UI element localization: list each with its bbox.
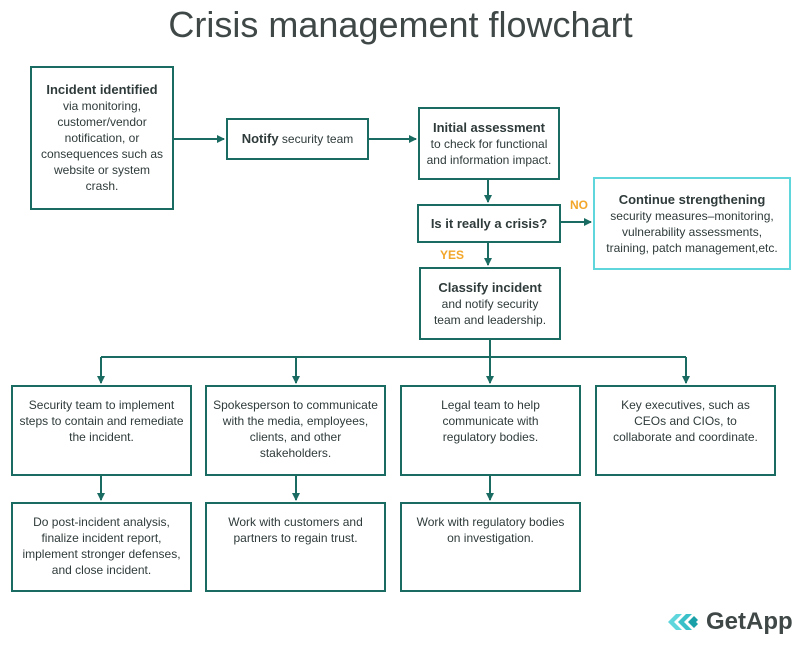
node-incident-identified-title: Incident identified [46, 82, 158, 97]
node-continue-strengthening-title: Continue strengthening [618, 191, 766, 207]
node-initial-assessment: Initial assessment to check for function… [418, 107, 560, 180]
node-spokesperson: Spokesperson to communicate with the med… [205, 385, 386, 476]
node-continue-strengthening-text: security measures–monitoring, vulnerabil… [606, 208, 778, 255]
node-key-executives: Key executives, such as CEOs and CIOs, t… [595, 385, 776, 476]
node-security-team: Security team to implement steps to cont… [11, 385, 192, 476]
label-no: NO [570, 198, 588, 212]
node-post-incident-text: Do post-incident analysis, finalize inci… [22, 515, 181, 577]
node-spokesperson-text: Spokesperson to communicate with the med… [213, 398, 378, 460]
node-post-incident: Do post-incident analysis, finalize inci… [11, 502, 192, 592]
node-incident-identified: Incident identified via monitoring, cust… [30, 66, 174, 210]
page-title: Crisis management flowchart [168, 4, 633, 45]
getapp-chevrons-icon [668, 614, 698, 630]
label-yes: YES [440, 248, 465, 262]
node-legal-team-text: Legal team to help communicate with regu… [441, 398, 540, 444]
node-incident-identified-text: via monitoring, customer/vendor notifica… [40, 99, 164, 193]
node-work-with-regulatory-text: Work with regulatory bodies on investiga… [416, 515, 565, 545]
node-classify-incident-text: and notify security team and leadership. [433, 296, 547, 327]
node-classify-incident: Classify incident and notify security te… [419, 267, 561, 340]
node-notify: Notify security team [226, 118, 369, 160]
node-classify-incident-title: Classify incident [438, 279, 542, 295]
getapp-logo: GetApp [668, 608, 793, 636]
node-work-with-customers: Work with customers and partners to rega… [205, 502, 386, 592]
node-continue-strengthening: Continue strengthening security measures… [593, 177, 791, 270]
node-notify-title: Notify [241, 131, 279, 146]
node-notify-text: security team [278, 132, 354, 146]
node-work-with-regulatory: Work with regulatory bodies on investiga… [400, 502, 581, 592]
node-crisis-question-title: Is it really a crisis? [430, 215, 548, 231]
node-key-executives-text: Key executives, such as CEOs and CIOs, t… [613, 398, 758, 444]
node-crisis-question: Is it really a crisis? [417, 204, 561, 243]
node-security-team-text: Security team to implement steps to cont… [19, 398, 184, 444]
node-initial-assessment-title: Initial assessment [433, 119, 545, 135]
node-initial-assessment-text: to check for functional and information … [426, 136, 552, 167]
getapp-logo-text: GetApp [706, 608, 793, 635]
node-work-with-customers-text: Work with customers and partners to rega… [228, 515, 363, 545]
node-legal-team: Legal team to help communicate with regu… [400, 385, 581, 476]
